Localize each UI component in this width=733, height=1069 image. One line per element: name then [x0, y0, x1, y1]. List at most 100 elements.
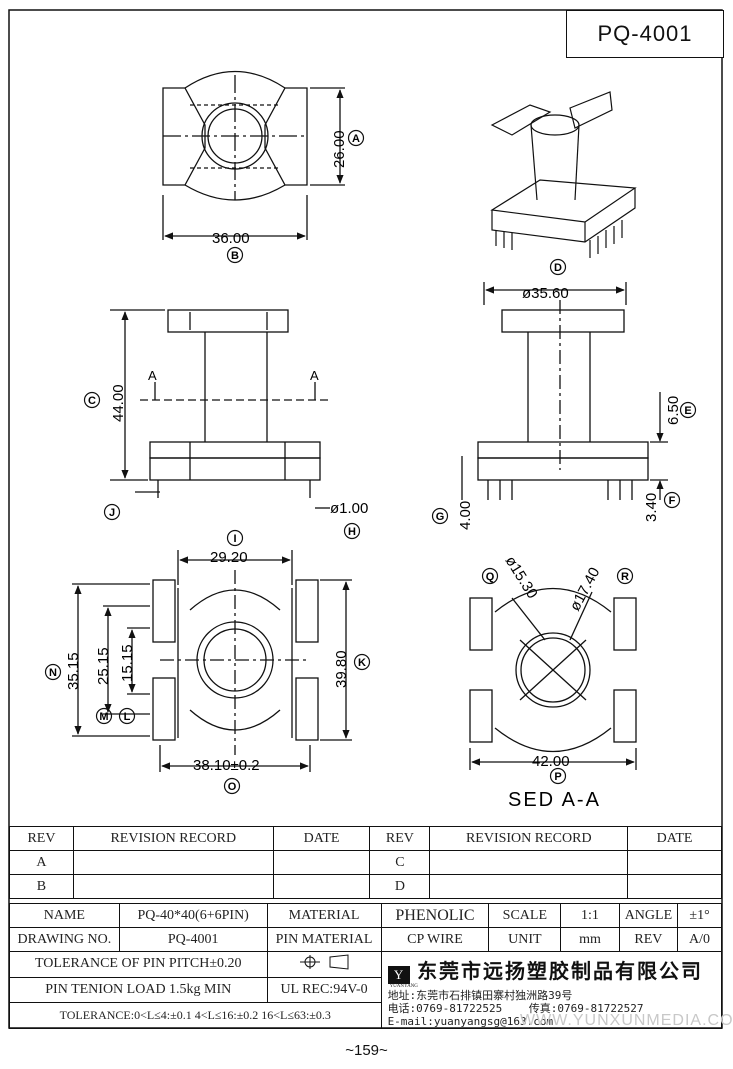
callout-label-g: G	[436, 511, 445, 523]
dim-pin-dia: ø1.00	[330, 500, 368, 517]
company-logo-icon: Y	[387, 965, 410, 984]
callout-circle-n	[44, 663, 62, 681]
dim-bottom-h2: 25.15	[95, 647, 112, 685]
section-label: SED A-A	[508, 789, 601, 811]
bottom-view	[72, 550, 352, 772]
pin-material-label: PIN MATERIAL	[266, 927, 382, 952]
dim-bottom-h1: 35.15	[65, 652, 82, 690]
tolerance-general: TOLERANCE:0<L≤4:±0.1 4<L≤16:±0.2 16<L≤63…	[9, 1002, 382, 1029]
callout-label-b: B	[231, 250, 239, 262]
callout-label-e: E	[684, 405, 691, 417]
title-block: NAME PQ-40*40(6+6PIN) MATERIAL PHENOLIC …	[9, 903, 723, 1029]
revision-cell	[627, 874, 722, 899]
revision-cell: B	[9, 874, 74, 899]
iso-view	[490, 91, 637, 258]
dim-front-height: 44.00	[110, 384, 127, 422]
drawing-value: PQ-4001	[118, 927, 268, 952]
ul-rating: UL REC:94V-0	[266, 976, 382, 1004]
dim-bottom-h3: 15.15	[119, 644, 136, 682]
callout-label-c: C	[88, 395, 96, 407]
callout-circle-h	[343, 522, 361, 540]
revision-header: DATE	[627, 826, 722, 851]
dim-sec-width: 42.00	[532, 753, 570, 770]
callout-label-a: A	[352, 133, 360, 145]
revision-header: REVISION RECORD	[429, 826, 629, 851]
section-view	[469, 587, 637, 770]
callout-label-q: Q	[486, 571, 495, 583]
callout-circle-a	[347, 129, 365, 147]
callout-circle-l	[118, 707, 136, 725]
revision-header: REV	[9, 826, 74, 851]
revision-row: A C	[9, 850, 722, 875]
revision-cell	[72, 874, 274, 899]
company-phone: 电话:0769-81722525	[387, 1002, 503, 1015]
company-fax: 传真:0769-81722527	[528, 1002, 644, 1015]
callout-circle-q	[481, 567, 499, 585]
callout-circle-j	[103, 503, 121, 521]
dim-bottom-width: 29.20	[210, 549, 248, 566]
name-value: PQ-40*40(6+6PIN)	[118, 903, 268, 928]
angle-value: ±1°	[677, 903, 722, 928]
revision-cell	[272, 874, 371, 899]
revision-cell	[72, 850, 274, 875]
dim-bottom-pitch: 38.10±0.2	[193, 757, 260, 774]
dim-sec-d2: ø17.40	[567, 565, 604, 614]
callout-circle-k	[353, 653, 371, 671]
callout-circle-i	[226, 529, 244, 547]
revision-header: DATE	[272, 826, 371, 851]
callout-label-m: M	[99, 711, 108, 723]
drawing-label: DRAWING NO.	[9, 927, 120, 952]
revision-table: REV REVISION RECORD DATE REV REVISION RE…	[9, 826, 722, 899]
rev-label: REV	[618, 927, 679, 952]
callout-label-d: D	[554, 262, 562, 274]
scale-label: SCALE	[488, 903, 562, 928]
callout-label-k: K	[358, 657, 366, 669]
callout-label-r: R	[621, 571, 629, 583]
unit-label: UNIT	[488, 927, 562, 952]
revision-cell	[627, 850, 722, 875]
dim-side-width: ø35.60	[522, 285, 569, 302]
scale-value: 1:1	[560, 903, 620, 928]
page-number: ~159~	[345, 1042, 388, 1059]
material-label: MATERIAL	[266, 903, 382, 928]
geometry-symbol-icon	[300, 954, 349, 970]
callout-label-l: L	[124, 711, 131, 723]
side-view	[461, 282, 668, 500]
company-address: 地址:东莞市石排镇田寨村独洲路39号	[387, 989, 573, 1002]
angle-label: ANGLE	[618, 903, 679, 928]
company-contact: 电话:0769-81722525 传真:0769-81722527	[388, 1002, 721, 1015]
section-mark-left: A	[148, 368, 157, 383]
watermark: WWW.YUNXUNMEDIA.COM	[520, 1012, 733, 1029]
pin-material-value: CP WIRE	[380, 927, 490, 952]
company-block: Y 东莞市远扬塑胶制品有限公司 YUANYANG 地址:东莞市石排镇田寨村独洲路…	[380, 951, 723, 1029]
callout-label-f: F	[669, 495, 676, 507]
dim-top-height: 26.00	[331, 130, 348, 168]
dim-side-c: 4.00	[457, 501, 474, 530]
callout-label-h: H	[348, 526, 356, 538]
front-view	[110, 309, 330, 509]
dim-top-width: 36.00	[212, 230, 250, 247]
revision-cell: A	[9, 850, 74, 875]
dim-side-b: 3.40	[643, 493, 660, 522]
section-mark-right: A	[310, 368, 319, 383]
revision-row: B D	[9, 874, 722, 899]
flatness-symbol	[266, 951, 382, 978]
callout-circle-b	[226, 246, 244, 264]
callout-circle-p	[549, 767, 567, 785]
callout-circle-d	[549, 258, 567, 276]
part-number-box: PQ-4001	[566, 10, 724, 58]
revision-cell	[272, 850, 371, 875]
callout-label-i: I	[233, 533, 236, 545]
rev-value: A/0	[677, 927, 722, 952]
callout-circle-o	[223, 777, 241, 795]
callout-circle-g	[431, 507, 449, 525]
unit-value: mm	[560, 927, 620, 952]
callout-circle-c	[83, 391, 101, 409]
revision-cell: D	[369, 874, 431, 899]
company-email: E-mail:yuanyangsg@163.com	[387, 1015, 554, 1028]
revision-cell	[429, 874, 629, 899]
top-view	[162, 70, 345, 240]
callout-label-o: O	[228, 781, 237, 793]
